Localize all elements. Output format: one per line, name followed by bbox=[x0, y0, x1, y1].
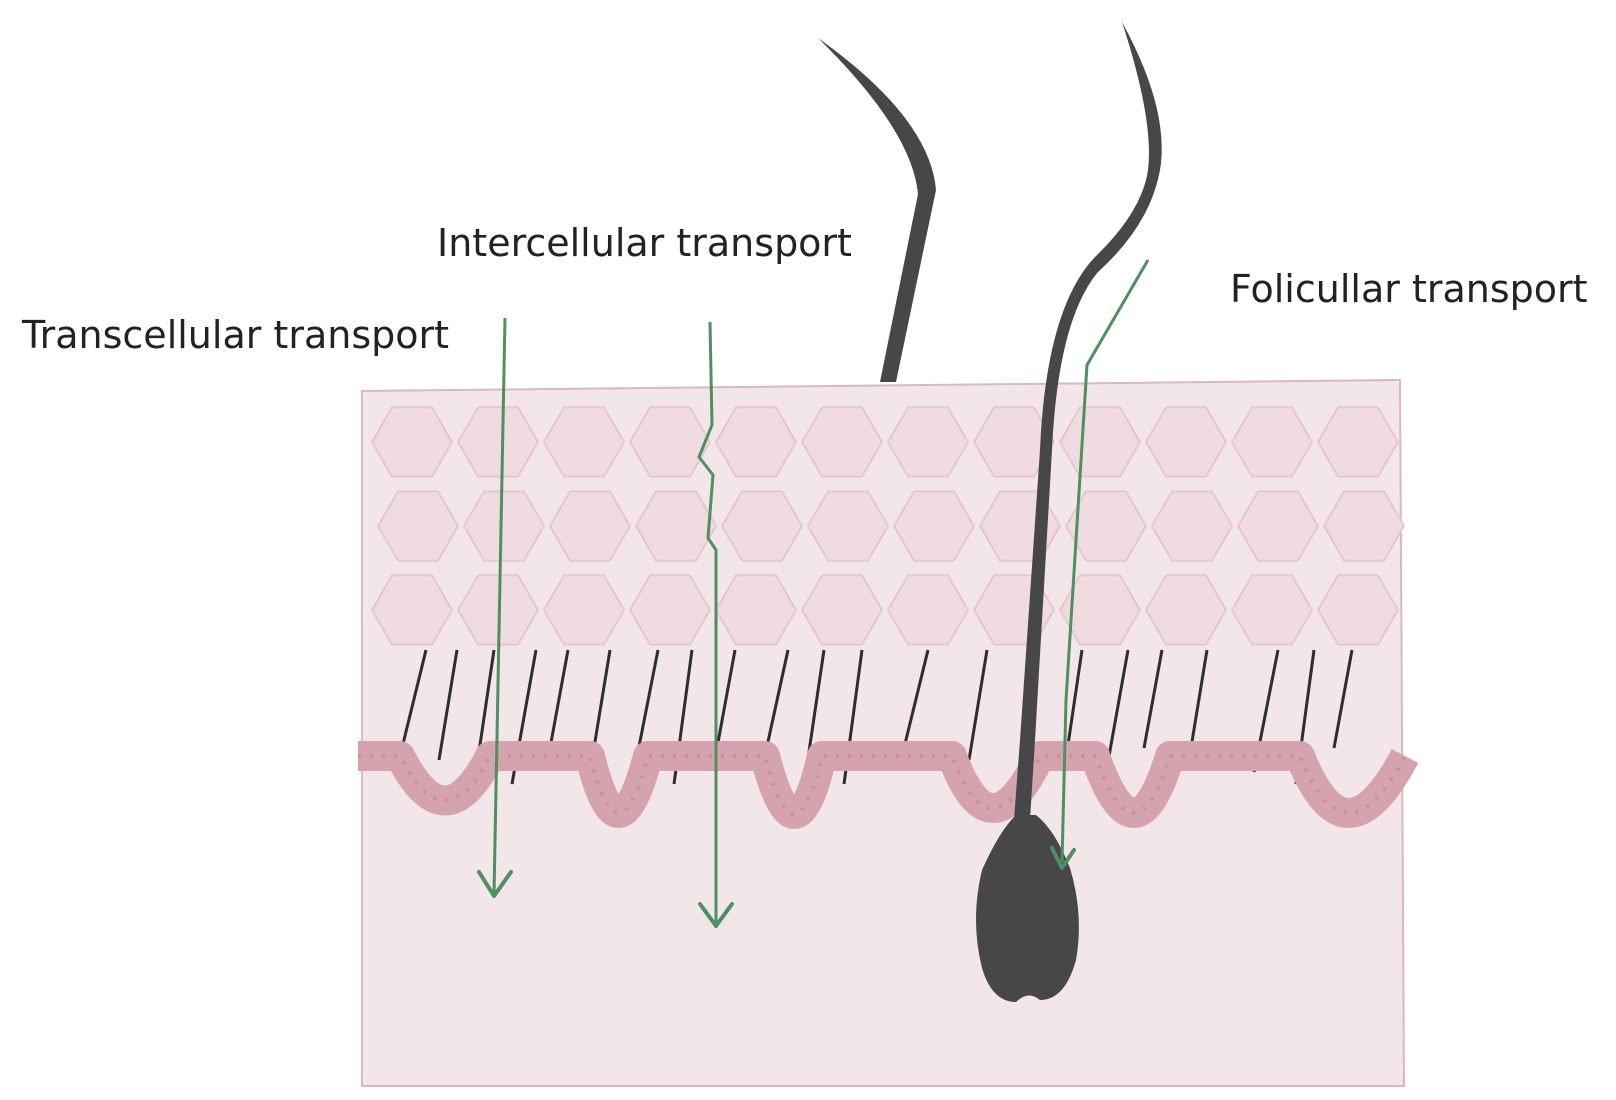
hair-follicle bbox=[976, 22, 1162, 1002]
corneocyte-cell bbox=[1064, 490, 1148, 562]
corneocyte-cell bbox=[1230, 574, 1314, 646]
keratinocyte-stroke bbox=[902, 649, 930, 749]
corneocyte-cell bbox=[542, 406, 626, 478]
corneocyte-cell bbox=[886, 406, 970, 478]
corneocyte-cell bbox=[542, 574, 626, 646]
corneocyte-cell bbox=[972, 406, 1056, 478]
corneocyte-cell bbox=[462, 490, 546, 562]
intercellular-arrow bbox=[697, 321, 718, 925]
transcellular-label: Transcellular transport bbox=[21, 313, 449, 357]
transcellular-arrow-head bbox=[477, 870, 513, 898]
keratinocyte-stroke bbox=[967, 649, 989, 761]
corneocyte-cell bbox=[1058, 574, 1142, 646]
transport-arrows bbox=[477, 259, 1150, 928]
corneocyte-cell bbox=[634, 490, 718, 562]
intercellular-arrow-head bbox=[698, 902, 734, 928]
follicular-arrow bbox=[1060, 259, 1150, 863]
hair-shaft bbox=[1014, 22, 1162, 820]
skin-block bbox=[361, 378, 1406, 1087]
keratinocyte-stroke bbox=[548, 649, 570, 749]
corneocyte-cell bbox=[892, 490, 976, 562]
corneocyte-cell bbox=[800, 574, 884, 646]
intercellular-label: Intercellular transport bbox=[437, 221, 852, 265]
corneocyte-cell bbox=[1316, 574, 1400, 646]
corneocyte-cell bbox=[1144, 574, 1228, 646]
keratinocyte-stroke bbox=[590, 649, 612, 761]
corneocyte-cell bbox=[886, 574, 970, 646]
corneocyte-cell bbox=[456, 406, 540, 478]
skin-tissue bbox=[361, 378, 1406, 1087]
corneocyte-cell bbox=[1316, 406, 1400, 478]
keratinocyte-stroke bbox=[1142, 649, 1164, 749]
transcellular-arrow bbox=[492, 317, 507, 895]
keratinocyte-stroke bbox=[437, 649, 459, 761]
corneocyte-cell bbox=[1144, 406, 1228, 478]
corneocyte-cell bbox=[1236, 490, 1320, 562]
corneocyte-cell bbox=[628, 574, 712, 646]
keratinocyte-stroke bbox=[715, 649, 737, 749]
follicular-label: Folicullar transport bbox=[1230, 267, 1588, 311]
stratum-corneum-cells bbox=[370, 406, 1406, 646]
corneocyte-cell bbox=[376, 490, 460, 562]
basal-layer bbox=[358, 741, 1419, 829]
hair-strand-left bbox=[818, 38, 936, 382]
corneocyte-cell bbox=[548, 490, 632, 562]
keratinocyte-stroke bbox=[400, 649, 428, 749]
corneocyte-cell bbox=[1322, 490, 1406, 562]
corneocyte-cell bbox=[714, 406, 798, 478]
follicular-arrow-head bbox=[1050, 846, 1076, 870]
basal-layer-band bbox=[358, 741, 1419, 829]
keratinocyte-stroke bbox=[1332, 649, 1354, 749]
corneocyte-cell bbox=[720, 490, 804, 562]
corneocyte-cell bbox=[1150, 490, 1234, 562]
hair-bulb bbox=[976, 815, 1079, 1002]
corneocyte-cell bbox=[806, 490, 890, 562]
corneocyte-cell bbox=[1230, 406, 1314, 478]
corneocyte-cell bbox=[800, 406, 884, 478]
corneocyte-cell bbox=[628, 406, 712, 478]
corneocyte-cell bbox=[370, 406, 454, 478]
corneocyte-cell bbox=[370, 574, 454, 646]
